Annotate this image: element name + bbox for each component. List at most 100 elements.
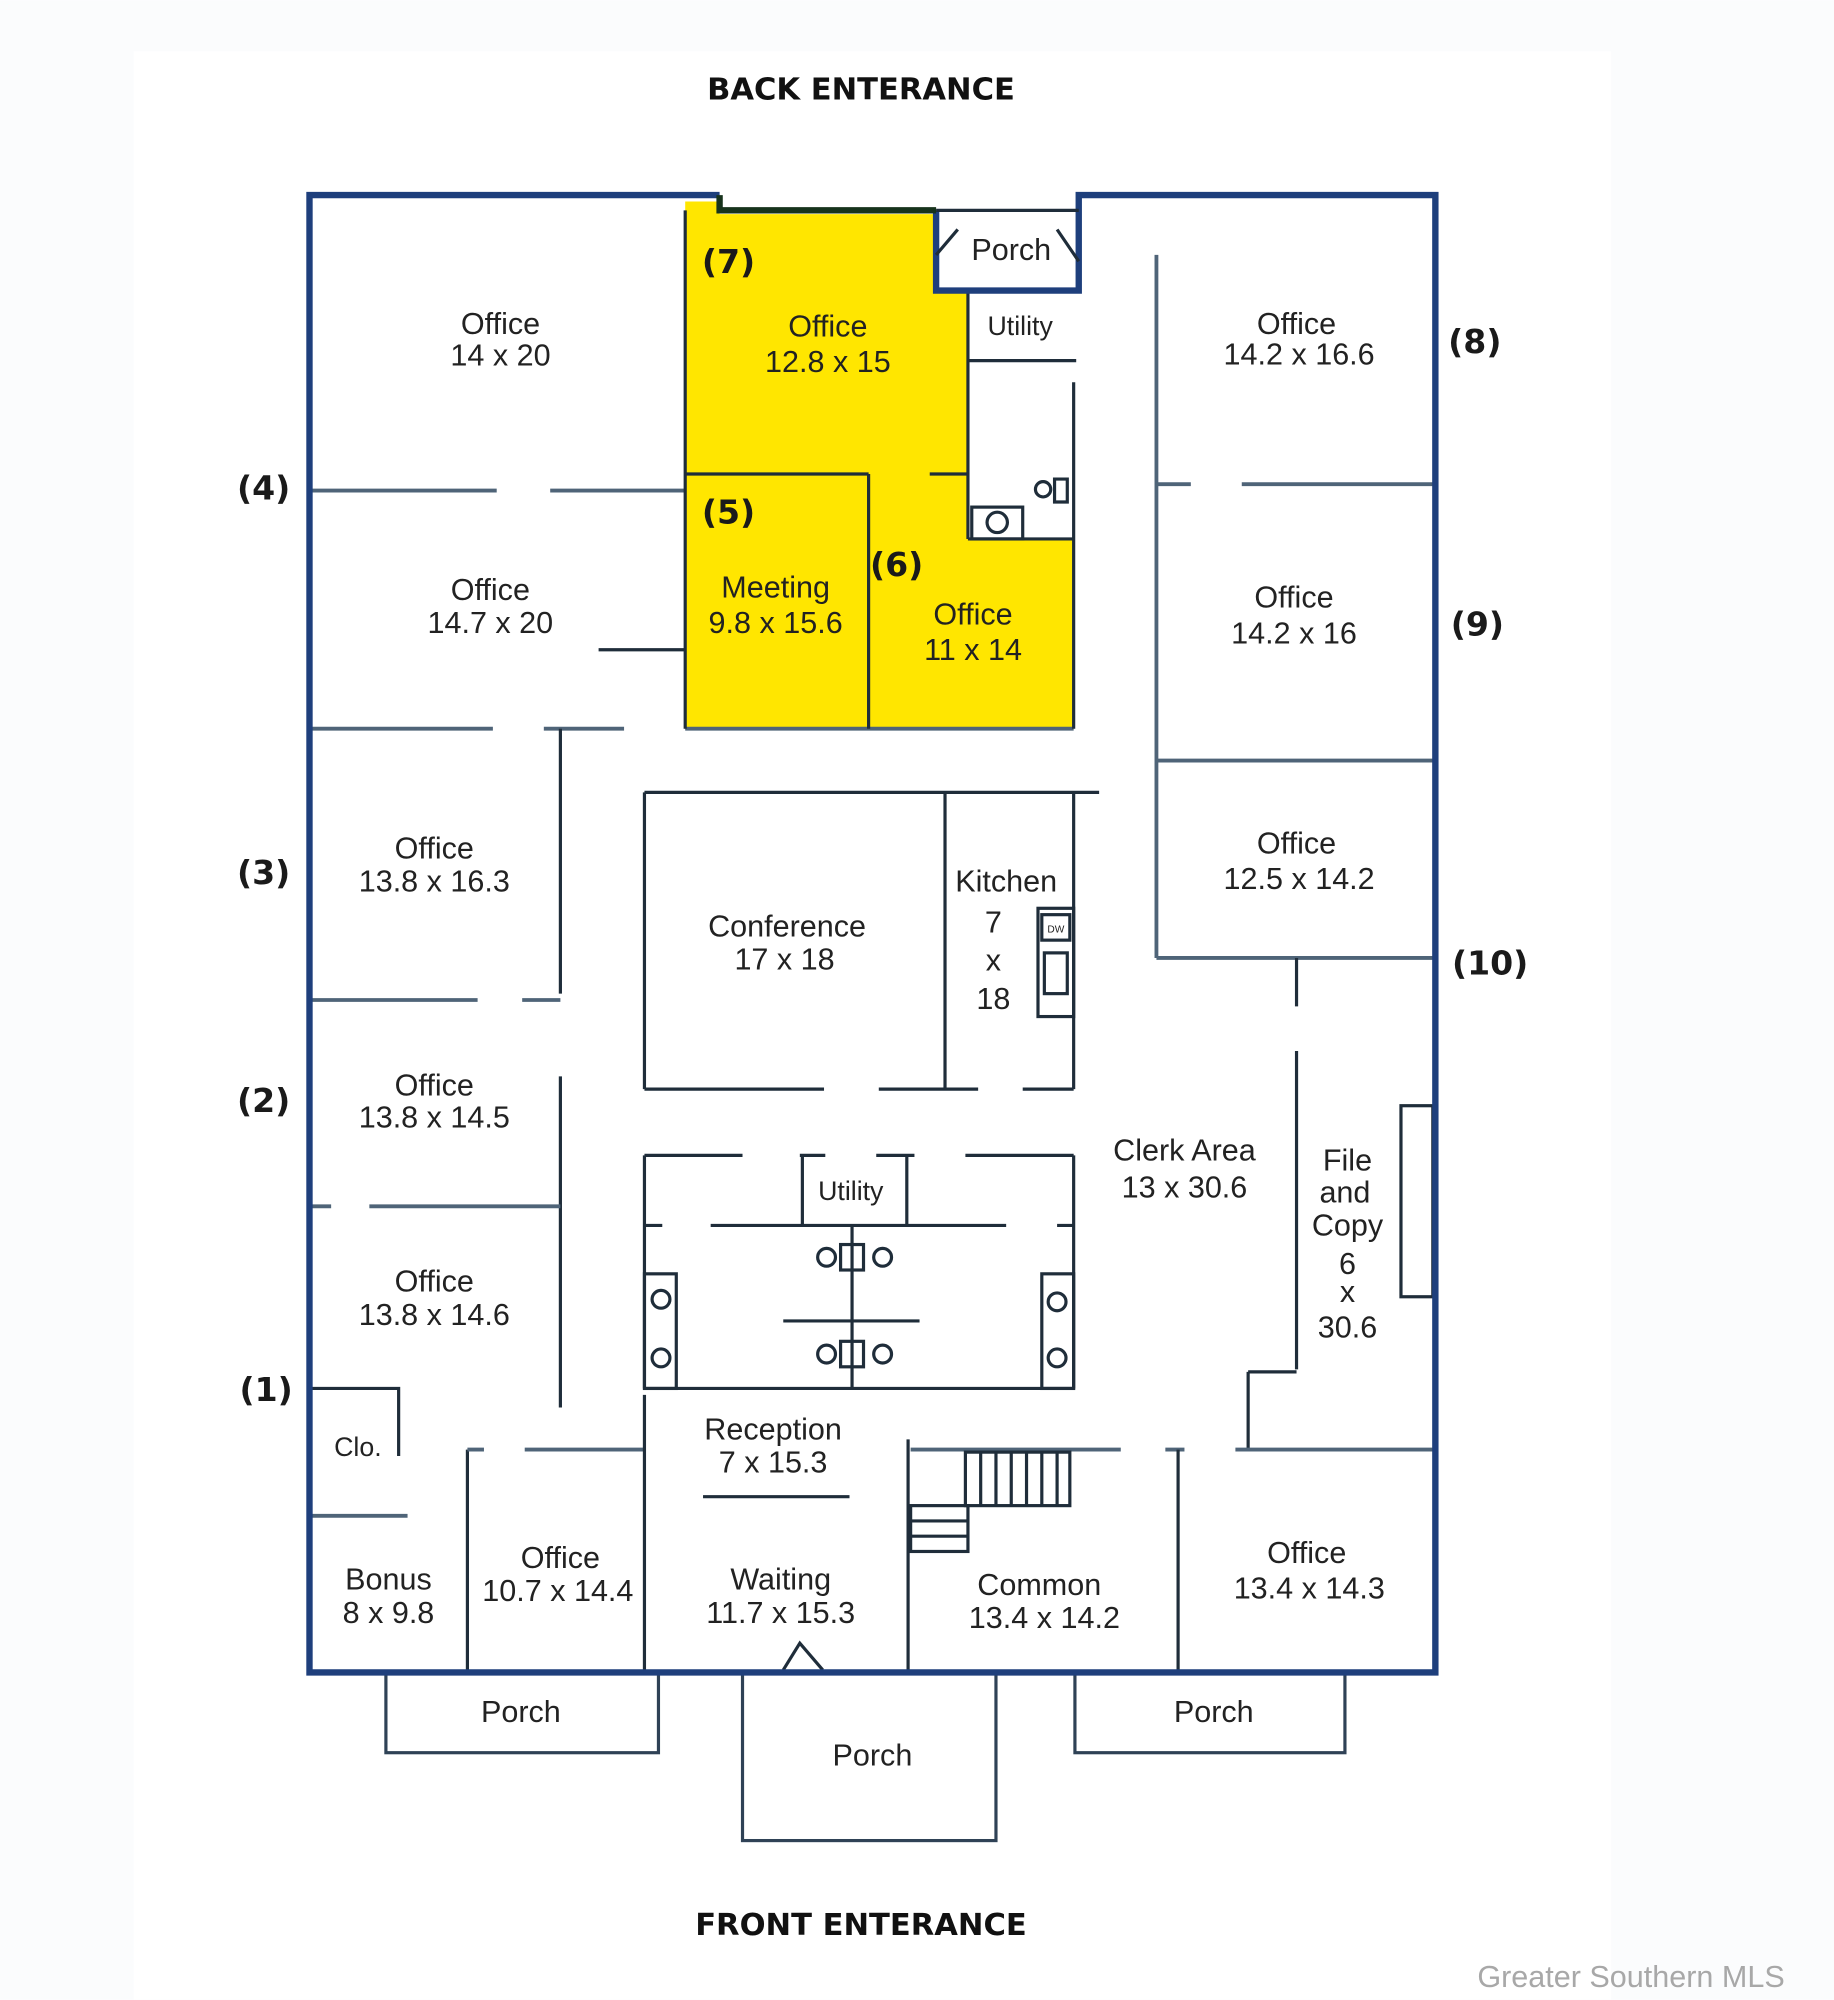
svg-text:Bonus: Bonus xyxy=(345,1563,432,1597)
room-file-and-copy: File and Copy 6 x 30.6 xyxy=(1312,1144,1384,1345)
porch-rear-label: Porch xyxy=(971,233,1051,267)
svg-text:Utility: Utility xyxy=(818,1176,884,1206)
svg-text:13.8 x 14.6: 13.8 x 14.6 xyxy=(359,1298,510,1332)
svg-text:Conference: Conference xyxy=(708,909,866,943)
exterior-wall xyxy=(306,191,1439,1676)
unit-number-4: (4) xyxy=(237,468,290,507)
unit-numbers: (1) (2) (3) (4) (5) (6) (7) (8) (9) (10) xyxy=(237,242,1528,1409)
svg-text:14.2 x 16: 14.2 x 16 xyxy=(1231,616,1357,650)
svg-text:9.8 x 15.6: 9.8 x 15.6 xyxy=(709,606,843,640)
svg-text:13.8 x 16.3: 13.8 x 16.3 xyxy=(359,865,510,899)
svg-text:Kitchen: Kitchen xyxy=(955,865,1057,899)
toilet-fixture xyxy=(970,505,1025,541)
svg-text:Office: Office xyxy=(1257,307,1336,341)
porch-front-center xyxy=(740,1670,998,1843)
svg-text:Office: Office xyxy=(1257,827,1336,861)
room-kitchen: Kitchen 7 x 18 xyxy=(955,865,1057,1016)
svg-text:File: File xyxy=(1323,1144,1372,1178)
watermark: Greater Southern MLS xyxy=(1477,1960,1784,1994)
unit-number-5: (5) xyxy=(702,493,755,532)
rear-porch-outline xyxy=(934,208,1081,263)
svg-text:30.6: 30.6 xyxy=(1318,1311,1377,1345)
svg-text:Office: Office xyxy=(451,573,530,607)
svg-text:13.8 x 14.5: 13.8 x 14.5 xyxy=(359,1100,510,1134)
svg-text:13 x 30.6: 13 x 30.6 xyxy=(1122,1170,1248,1204)
front-entrance-label: FRONT ENTERANCE xyxy=(695,1908,1027,1943)
svg-text:12.5 x 14.2: 12.5 x 14.2 xyxy=(1224,862,1375,896)
svg-text:x: x xyxy=(1340,1275,1355,1309)
porch-front-center-label: Porch xyxy=(833,1738,913,1772)
sink-icon xyxy=(1042,951,1069,996)
unit-number-7: (7) xyxy=(702,242,755,281)
rear-wall xyxy=(716,195,937,214)
svg-text:18: 18 xyxy=(976,982,1010,1016)
svg-text:17 x 18: 17 x 18 xyxy=(734,942,834,976)
unit-number-9: (9) xyxy=(1451,605,1504,644)
stairs-icon xyxy=(909,1450,1072,1554)
svg-text:Waiting: Waiting xyxy=(730,1563,831,1597)
unit-number-2: (2) xyxy=(237,1081,290,1120)
unit-number-8: (8) xyxy=(1448,322,1501,361)
svg-text:14.7 x 20: 14.7 x 20 xyxy=(427,606,553,640)
svg-text:Utility: Utility xyxy=(987,311,1053,341)
unit-number-6: (6) xyxy=(870,545,923,584)
svg-text:14.2 x 16.6: 14.2 x 16.6 xyxy=(1224,337,1375,371)
svg-text:7 x 15.3: 7 x 15.3 xyxy=(719,1446,828,1480)
porch-front-right xyxy=(1073,1670,1347,1755)
highlighted-suite xyxy=(685,201,1074,729)
svg-text:Office: Office xyxy=(1267,1536,1346,1570)
room-utility-center: Utility xyxy=(818,1176,884,1206)
svg-text:10.7 x 14.4: 10.7 x 14.4 xyxy=(482,1574,633,1608)
svg-text:7: 7 xyxy=(985,905,1002,939)
dishwasher-label: DW xyxy=(1047,924,1064,935)
porch-front-left-label: Porch xyxy=(481,1695,561,1729)
svg-text:Clerk Area: Clerk Area xyxy=(1113,1133,1256,1167)
svg-text:Office: Office xyxy=(933,597,1012,631)
svg-text:6: 6 xyxy=(1339,1247,1356,1281)
svg-text:Office: Office xyxy=(395,1069,474,1103)
svg-text:8 x 9.8: 8 x 9.8 xyxy=(343,1596,435,1630)
svg-text:Office: Office xyxy=(395,1265,474,1299)
svg-text:and: and xyxy=(1319,1176,1370,1210)
svg-text:Office: Office xyxy=(521,1541,600,1575)
unit-number-10: (10) xyxy=(1452,944,1528,983)
front-door-swing xyxy=(781,1640,824,1671)
svg-text:Office: Office xyxy=(461,307,540,341)
svg-text:13.4 x 14.2: 13.4 x 14.2 xyxy=(969,1601,1120,1635)
unit-number-3: (3) xyxy=(237,853,290,892)
svg-text:x: x xyxy=(986,944,1001,978)
interior-walls: DW xyxy=(312,210,1435,1673)
svg-text:Meeting: Meeting xyxy=(721,571,830,605)
svg-text:12.8 x 15: 12.8 x 15 xyxy=(765,345,891,379)
svg-text:Office: Office xyxy=(788,309,867,343)
svg-text:11 x 14: 11 x 14 xyxy=(924,633,1022,667)
svg-text:Reception: Reception xyxy=(704,1412,842,1446)
svg-text:14 x 20: 14 x 20 xyxy=(450,339,550,373)
room-utility-rear: Utility xyxy=(987,311,1053,341)
svg-text:Common: Common xyxy=(977,1568,1101,1602)
back-entrance-label: BACK ENTERANCE xyxy=(707,73,1015,108)
svg-text:Copy: Copy xyxy=(1312,1209,1384,1243)
svg-text:Office: Office xyxy=(1254,581,1333,615)
room-closet: Clo. xyxy=(334,1432,382,1462)
